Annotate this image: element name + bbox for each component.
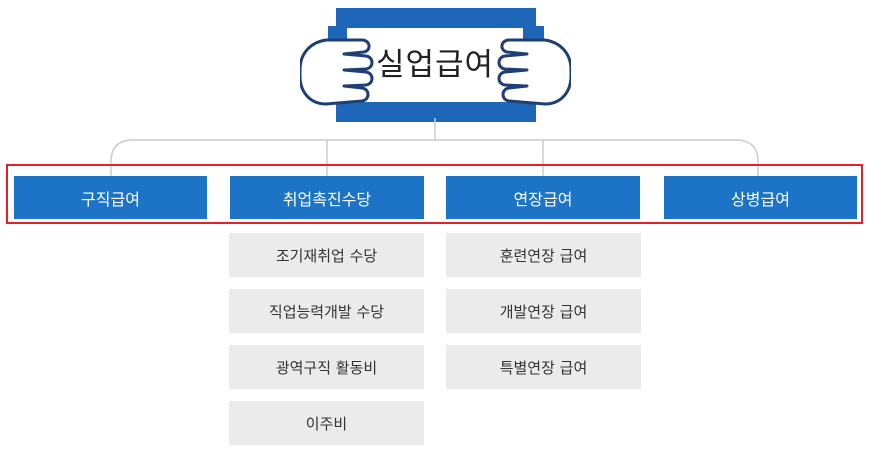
sub-item: 직업능력개발 수당 bbox=[229, 289, 424, 333]
sign-panel bbox=[347, 28, 523, 102]
category-box-employment-promotion: 취업촉진수당 bbox=[230, 176, 424, 219]
sub-item: 개발연장 급여 bbox=[446, 289, 641, 333]
sub-item: 훈련연장 급여 bbox=[446, 233, 641, 277]
sub-item: 특별연장 급여 bbox=[446, 345, 641, 389]
page-title: 실업급여 bbox=[375, 46, 495, 83]
highlight-frame bbox=[6, 164, 863, 224]
tree-connector bbox=[110, 118, 759, 176]
sub-item: 이주비 bbox=[229, 401, 424, 445]
category-box-sickness: 상병급여 bbox=[664, 176, 857, 219]
title-sign-illustration bbox=[300, 8, 571, 122]
left-hand-icon bbox=[300, 38, 374, 106]
right-hand-icon bbox=[497, 38, 571, 106]
category-box-job-seeking: 구직급여 bbox=[14, 176, 207, 219]
sub-item: 조기재취업 수당 bbox=[229, 233, 424, 277]
sub-item: 광역구직 활동비 bbox=[229, 345, 424, 389]
category-box-extended: 연장급여 bbox=[446, 176, 640, 219]
